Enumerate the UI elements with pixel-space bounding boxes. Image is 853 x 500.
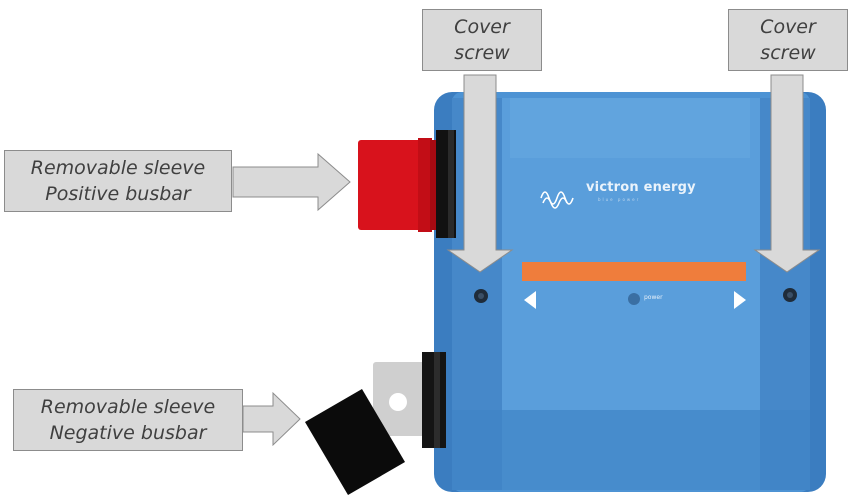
status-bar [522, 262, 746, 281]
cover-screw-left-line2: screw [454, 42, 510, 64]
arrow-negative-busbar [242, 391, 301, 447]
negative-busbar-line2: Negative busbar [49, 422, 207, 444]
brand-tagline: blue power [598, 197, 641, 202]
right-arrow-icon [734, 291, 746, 309]
cover-screw-right-line1: Cover [760, 16, 816, 38]
device-bottom-shade [452, 410, 810, 490]
positive-busbar-label: Removable sleeve Positive busbar [4, 150, 232, 212]
brand-name: victron energy [586, 180, 696, 195]
negative-busbar-line1: Removable sleeve [40, 396, 216, 418]
cover-screw-left-label: Cover screw [422, 9, 542, 71]
arrow-cover-screw-left [446, 74, 514, 273]
power-label: power [644, 294, 663, 301]
victron-logo-icon [540, 191, 574, 209]
power-led-icon [628, 293, 640, 305]
cover-screw-left-line1: Cover [454, 16, 510, 38]
arrow-cover-screw-right [753, 74, 821, 273]
busbar-bolt-hole [389, 393, 407, 411]
positive-busbar-line1: Removable sleeve [30, 157, 206, 179]
negative-busbar-terminal [305, 352, 446, 495]
device-top-highlight [510, 98, 750, 158]
negative-busbar-sleeve [305, 389, 405, 495]
left-arrow-icon [524, 291, 536, 309]
device-body [434, 92, 826, 492]
arrow-positive-busbar [232, 152, 351, 212]
cover-screw-right-line2: screw [760, 42, 816, 64]
cover-screw-right-label: Cover screw [728, 9, 848, 71]
positive-busbar-line2: Positive busbar [45, 183, 191, 205]
negative-busbar-label: Removable sleeve Negative busbar [13, 389, 243, 451]
positive-busbar-sleeve [358, 130, 456, 238]
